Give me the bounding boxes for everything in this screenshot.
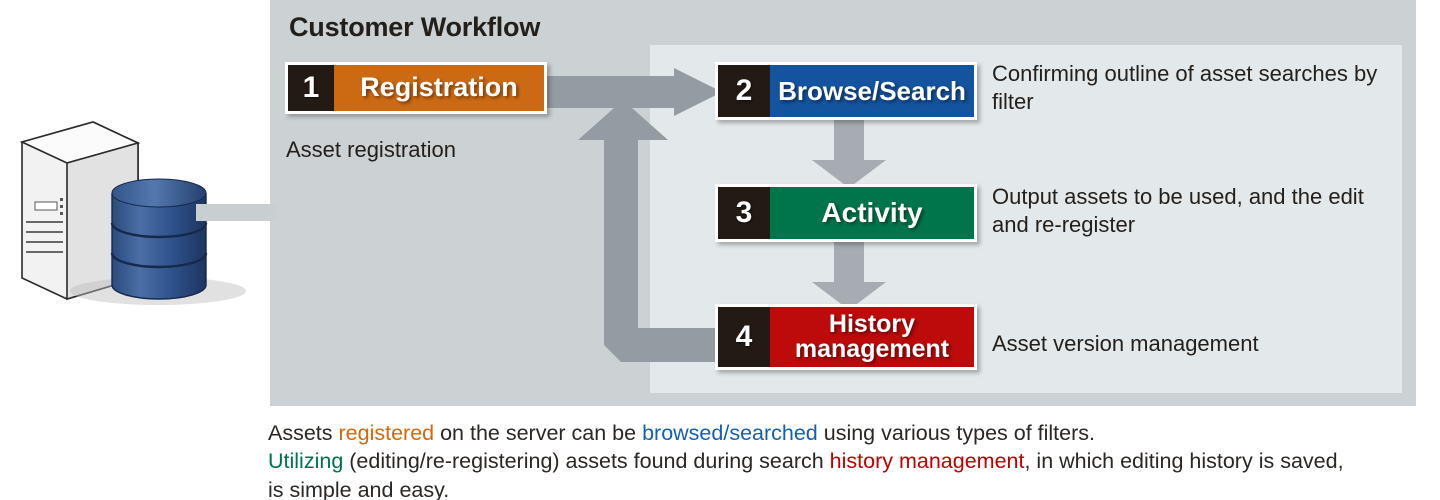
bottom-note-line-3: is simple and easy. bbox=[268, 477, 450, 500]
note-highlight-history-management: history management bbox=[829, 449, 1025, 474]
step-number-4: 4 bbox=[718, 307, 770, 367]
step-label-browse-search: Browse/Search bbox=[770, 65, 974, 117]
bottom-note-line-2: Utilizing (editing/re-registering) asset… bbox=[268, 447, 1438, 475]
step-label-history-management: History management bbox=[770, 307, 974, 367]
note-text: Assets bbox=[268, 421, 339, 445]
bottom-note-line-1: Assets registered on the server can be b… bbox=[268, 419, 1438, 447]
caption-history-management: Asset version management bbox=[992, 331, 1259, 356]
step-label-history-line2: management bbox=[794, 335, 950, 363]
arrow-registration-to-browse bbox=[546, 68, 722, 124]
caption-browse-search: Confirming outline of asset searches by … bbox=[992, 61, 1378, 115]
note-highlight-utilizing: Utilizing bbox=[268, 449, 344, 474]
step-box-history-management[interactable]: 4 History management bbox=[715, 304, 977, 370]
bottom-note: Assets registered on the server can be b… bbox=[268, 419, 1438, 500]
step-number-1: 1 bbox=[288, 65, 334, 111]
step-box-registration[interactable]: 1 Registration bbox=[285, 62, 547, 114]
step-label-registration: Registration bbox=[334, 65, 544, 111]
step-label-history-line1: History bbox=[828, 309, 916, 338]
step-label-activity: Activity bbox=[770, 187, 974, 239]
note-text: , in which editing history is saved, bbox=[1024, 449, 1344, 474]
step-number-2: 2 bbox=[718, 65, 770, 117]
arrow-browse-to-activity bbox=[812, 118, 886, 188]
note-text: on the server can be bbox=[434, 421, 643, 445]
note-highlight-browsed-searched: browsed/searched bbox=[642, 421, 818, 445]
page-title: Customer Workflow bbox=[289, 12, 541, 42]
arrow-activity-to-history bbox=[812, 240, 886, 310]
caption-registration: Asset registration bbox=[286, 137, 456, 162]
note-text: using various types of filters. bbox=[817, 421, 1095, 445]
step-box-activity[interactable]: 3 Activity bbox=[715, 184, 977, 242]
database-cylinder-icon bbox=[70, 178, 246, 305]
caption-activity: Output assets to be used, and the edit a… bbox=[992, 184, 1364, 238]
arrow-history-feedback-loop bbox=[578, 100, 728, 362]
step-number-3: 3 bbox=[718, 187, 770, 239]
note-highlight-registered: registered bbox=[338, 421, 435, 445]
server-to-panel-connector bbox=[196, 204, 276, 221]
server-database-graphic bbox=[0, 110, 280, 310]
step-box-browse-search[interactable]: 2 Browse/Search bbox=[715, 62, 977, 120]
note-text: (editing/re-registering) assets found du… bbox=[343, 449, 830, 474]
